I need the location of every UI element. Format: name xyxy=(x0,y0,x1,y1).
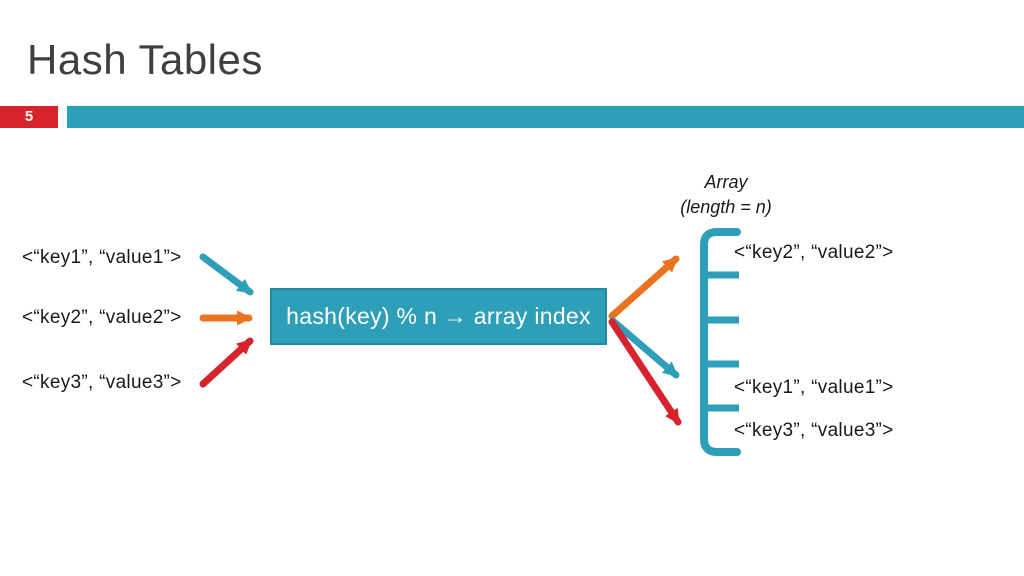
input-pair-key2: <“key2”, “value2”> xyxy=(22,307,182,328)
hash-function-box: hash(key) % n → array index xyxy=(270,288,607,345)
page-title: Hash Tables xyxy=(27,36,263,83)
arrow-key1-to-hash xyxy=(199,253,254,296)
input-pair-key3: <“key3”, “value3”> xyxy=(22,372,182,393)
array-label-line2: (length = n) xyxy=(680,197,772,217)
input-pair-key1: <“key1”, “value1”> xyxy=(22,247,182,268)
array-slot-3: <“key1”, “value1”> xyxy=(734,377,894,398)
arrow-key3-to-hash xyxy=(199,337,254,388)
arrow-hash-to-slot3 xyxy=(609,317,680,379)
array-label-line1: Array xyxy=(704,172,748,192)
array-label: Array (length = n) xyxy=(646,170,806,220)
array-bracket xyxy=(700,228,741,456)
header-accent-bar xyxy=(67,106,1024,128)
arrow-hash-to-slot0 xyxy=(608,255,680,320)
hash-function-label: hash(key) % n → array index xyxy=(286,303,591,329)
array-slot-0: <“key2”, “value2”> xyxy=(734,242,894,263)
page-number-badge: 5 xyxy=(0,106,58,128)
array-slot-4: <“key3”, “value3”> xyxy=(734,420,894,441)
arrow-hash-to-slot4 xyxy=(608,318,682,426)
